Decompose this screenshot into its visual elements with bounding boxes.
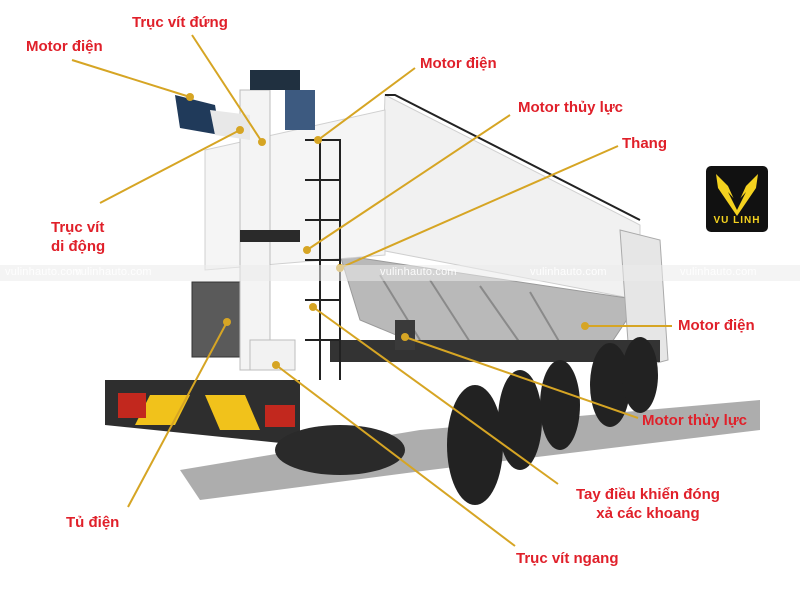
leader-lines — [71, 34, 672, 547]
label-tu-dien: Tủ điện — [66, 514, 120, 531]
label-truc-vit-ngang: Trục vít ngang — [516, 550, 619, 567]
watermark-text: vulinhauto.com — [380, 266, 457, 278]
watermark-text: vulinhauto.com — [530, 266, 607, 278]
label-thang: Thang — [622, 135, 667, 152]
label-motor-thuy-luc-2: Motor thủy lực — [642, 412, 748, 429]
logo-text: VU LINH — [713, 215, 761, 226]
label-tay-dieu-khien: Tay điều khiển đóng xả các khoang — [576, 486, 720, 522]
leader-dots — [186, 93, 589, 369]
label-motor-dien-3: Motor điện — [678, 317, 755, 334]
label-truc-vit-dung: Trục vít đứng — [132, 14, 228, 31]
label-motor-thuy-luc-1: Motor thủy lực — [518, 99, 624, 116]
label-motor-dien-2: Motor điện — [420, 55, 497, 72]
label-motor-dien-1: Motor điện — [26, 38, 103, 55]
watermark-text: vulinhauto.com — [75, 266, 152, 278]
v-emblem-icon — [716, 174, 758, 216]
label-truc-vit-di-dong: Trục vít di động — [51, 219, 106, 255]
vu-linh-logo: VU LINH — [706, 166, 768, 232]
watermark-text: vulinhauto.com — [680, 266, 757, 278]
watermark-band — [0, 265, 800, 281]
watermark-text: vulinhauto.com — [5, 266, 82, 278]
